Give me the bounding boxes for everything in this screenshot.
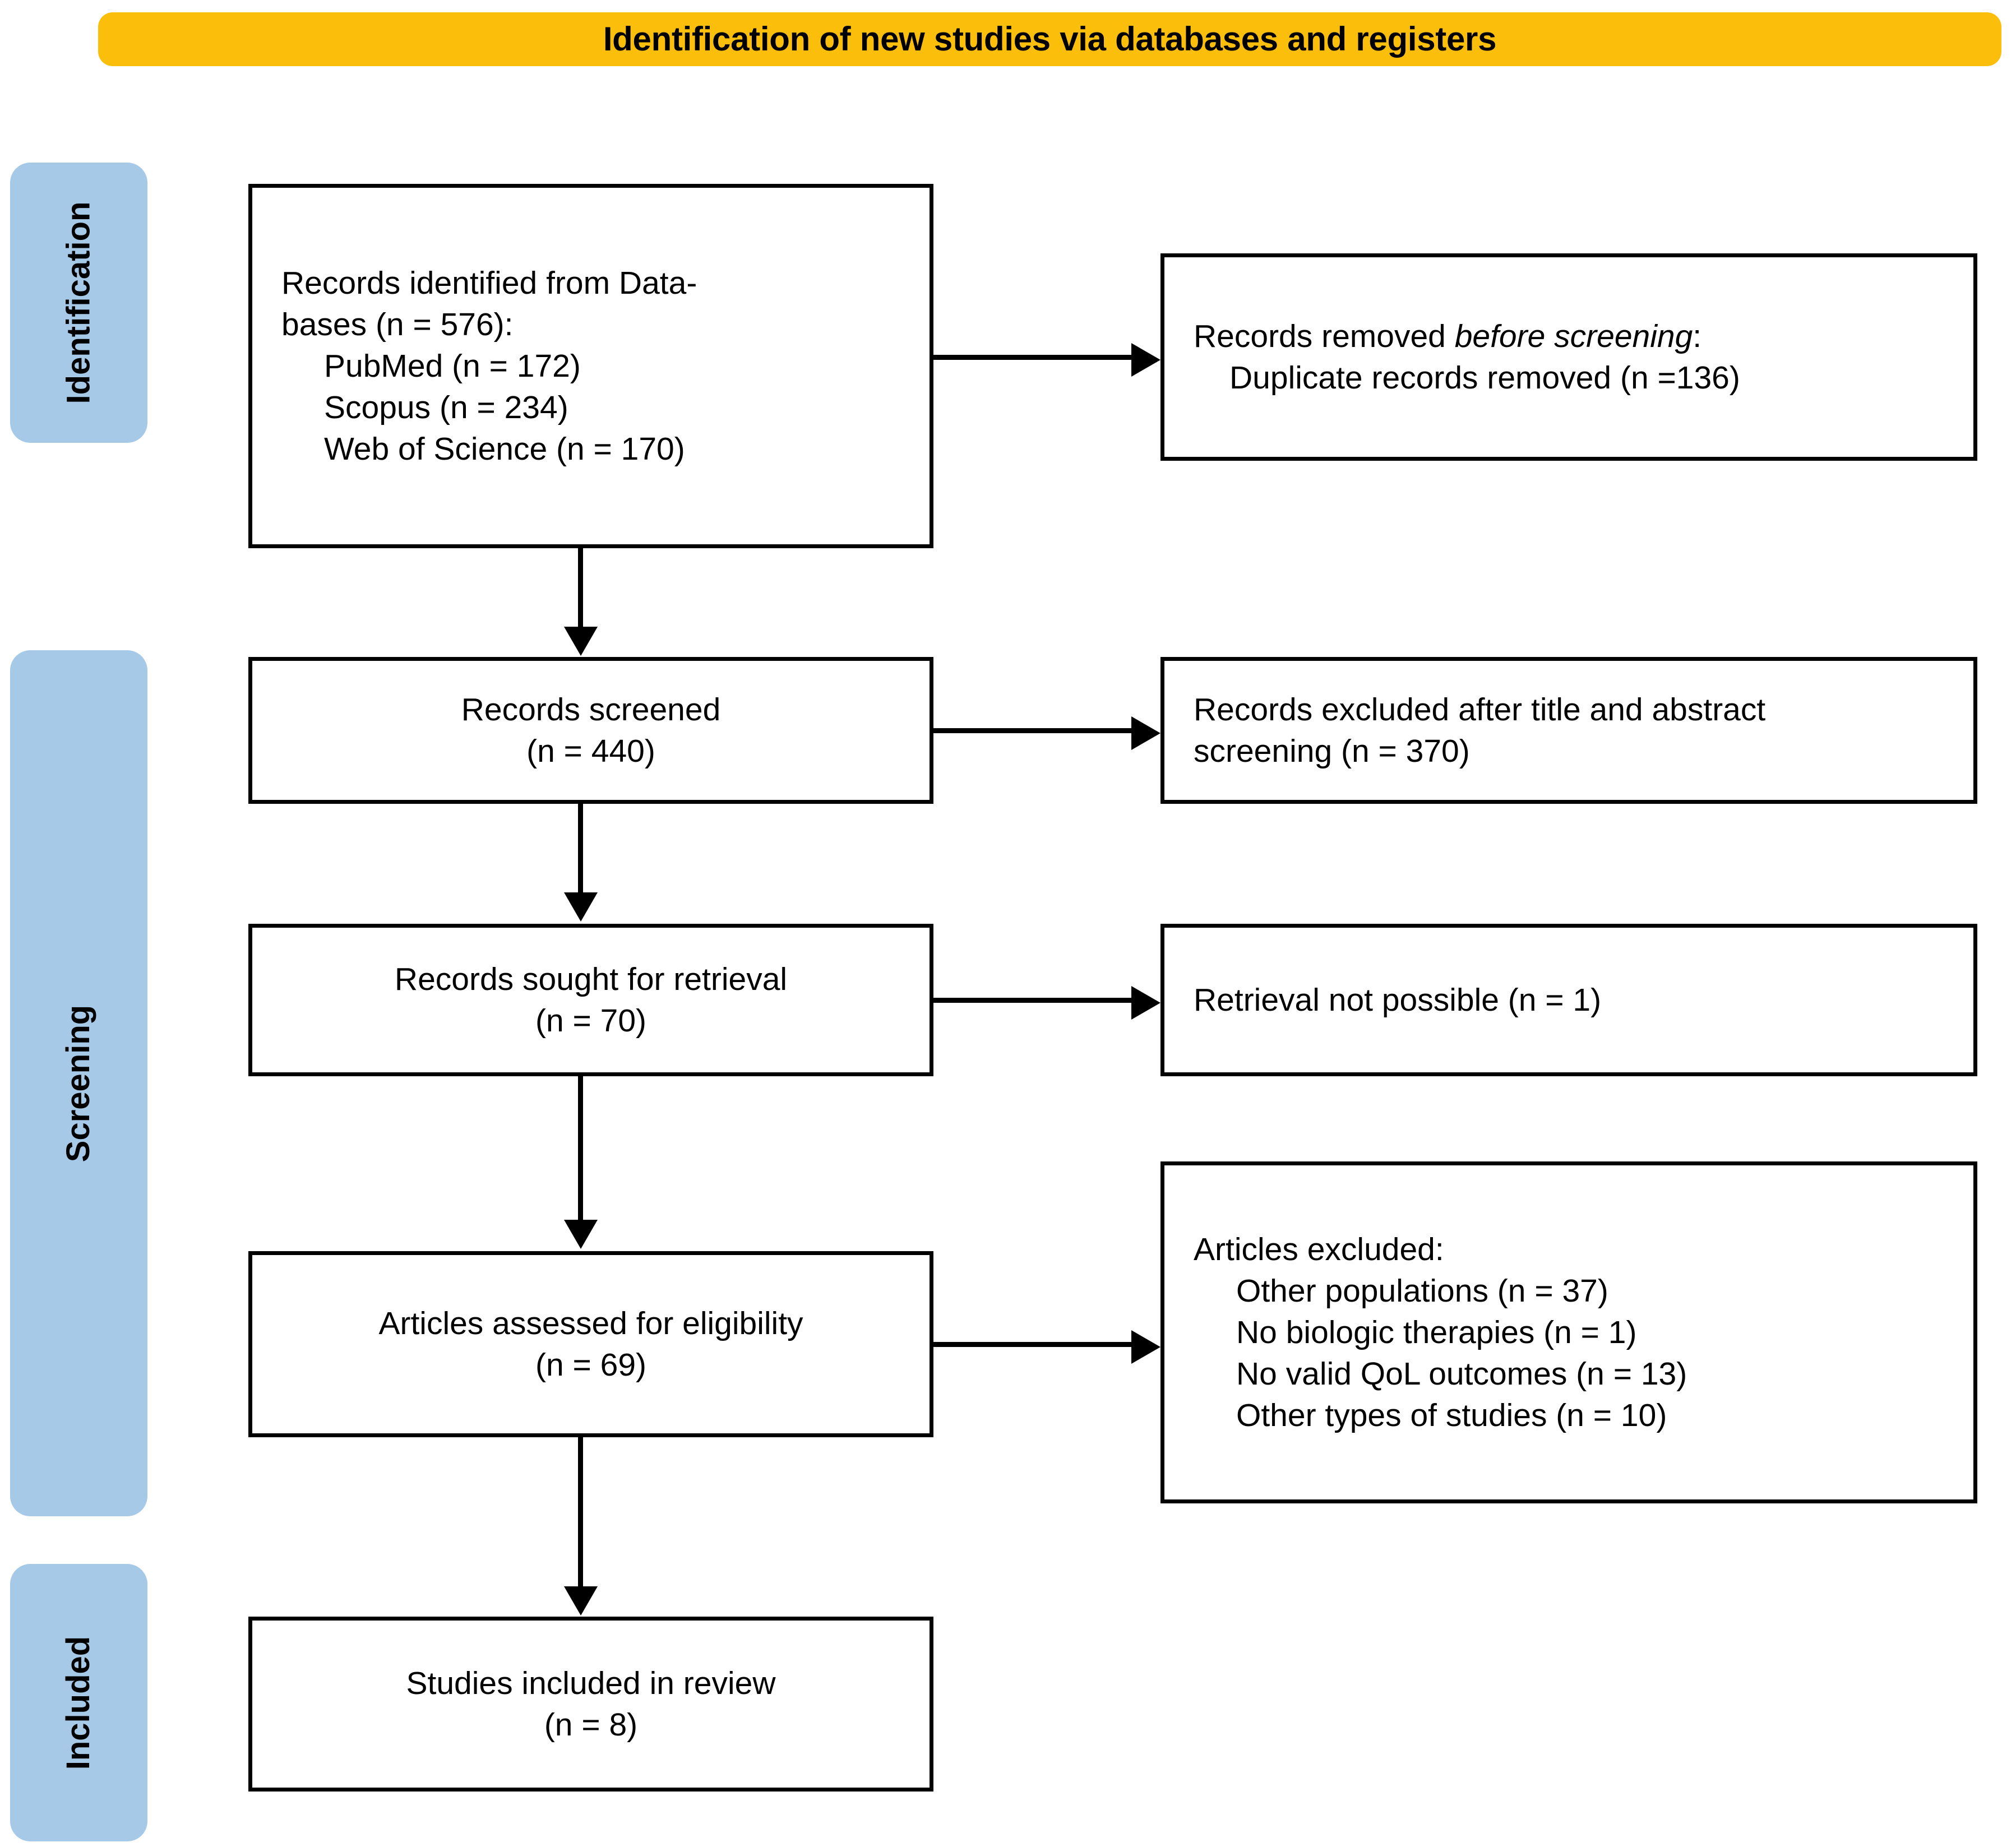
stage-label-included: Included	[10, 1564, 147, 1841]
box-articles-excluded: Articles excluded: Other populations (n …	[1160, 1161, 1977, 1503]
arrow-assessed-to-included-head-icon	[564, 1586, 598, 1615]
stage-label-screening: Screening	[10, 650, 147, 1516]
records-identified-source-wos: Web of Science (n = 170)	[324, 431, 685, 467]
records-excluded-screening-line-2: screening (n = 370)	[1194, 733, 1470, 769]
records-removed-heading-prefix: Records removed	[1194, 318, 1455, 354]
records-identified-line-2: bases (n = 576):	[281, 306, 514, 342]
articles-excluded-heading: Articles excluded:	[1194, 1231, 1444, 1267]
articles-excluded-reason-4: Other types of studies (n = 10)	[1236, 1397, 1667, 1434]
records-removed-heading-italic: before screening	[1454, 318, 1693, 354]
box-studies-included: Studies included in review (n = 8)	[248, 1617, 933, 1792]
arrow-assessed-to-articles-excluded-head-icon	[1131, 1330, 1160, 1364]
articles-assessed-count: (n = 69)	[535, 1347, 647, 1383]
box-articles-assessed: Articles assessed for eligibility (n = 6…	[248, 1251, 933, 1437]
records-excluded-screening-line-1: Records excluded after title and abstrac…	[1194, 691, 1766, 728]
box-records-screened: Records screened (n = 440)	[248, 657, 933, 804]
stage-label-identification: Identification	[10, 163, 147, 443]
records-removed-duplicates: Duplicate records removed (n =136)	[1229, 360, 1740, 396]
box-records-excluded-screening: Records excluded after title and abstrac…	[1160, 657, 1977, 804]
arrow-screened-to-sought-line	[578, 804, 583, 894]
records-identified-source-pubmed: PubMed (n = 172)	[324, 348, 581, 384]
box-retrieval-not-possible: Retrieval not possible (n = 1)	[1160, 924, 1977, 1076]
articles-assessed-label: Articles assessed for eligibility	[378, 1305, 803, 1341]
records-sought-count: (n = 70)	[535, 1003, 647, 1039]
arrow-assessed-to-articles-excluded-line	[932, 1342, 1132, 1347]
records-identified-line-1: Records identified from Data-	[281, 265, 697, 301]
arrow-identified-to-screened-head-icon	[564, 627, 598, 656]
records-identified-source-scopus: Scopus (n = 234)	[324, 390, 568, 426]
box-records-removed: Records removed before screening: Duplic…	[1160, 253, 1977, 461]
stage-label-included-text: Included	[60, 1636, 97, 1770]
articles-excluded-reason-2: No biologic therapies (n = 1)	[1236, 1314, 1637, 1350]
arrow-identified-to-removed-head-icon	[1131, 343, 1160, 377]
stage-label-screening-text: Screening	[60, 1004, 97, 1162]
articles-excluded-reason-1: Other populations (n = 37)	[1236, 1272, 1608, 1309]
box-records-sought: Records sought for retrieval (n = 70)	[248, 924, 933, 1076]
arrow-sought-to-retrieval-line	[932, 998, 1132, 1003]
retrieval-not-possible-label: Retrieval not possible (n = 1)	[1194, 982, 1602, 1018]
records-removed-heading-suffix: :	[1693, 318, 1702, 354]
arrow-identified-to-screened-line	[578, 548, 583, 628]
arrow-sought-to-retrieval-head-icon	[1131, 986, 1160, 1020]
arrow-screened-to-sought-head-icon	[564, 892, 598, 922]
box-records-identified: Records identified from Data- bases (n =…	[248, 184, 933, 548]
studies-included-count: (n = 8)	[544, 1707, 638, 1743]
records-sought-label: Records sought for retrieval	[394, 961, 788, 997]
header-title: Identification of new studies via databa…	[603, 20, 1497, 58]
arrow-identified-to-removed-line	[932, 355, 1132, 360]
arrow-screened-to-excluded-head-icon	[1131, 716, 1160, 750]
arrow-screened-to-excluded-line	[932, 728, 1132, 733]
articles-excluded-reason-3: No valid QoL outcomes (n = 13)	[1236, 1356, 1687, 1392]
studies-included-label: Studies included in review	[406, 1665, 776, 1701]
arrow-sought-to-assessed-head-icon	[564, 1220, 598, 1249]
records-screened-label: Records screened	[461, 691, 721, 728]
arrow-assessed-to-included-line	[578, 1437, 583, 1587]
header-banner: Identification of new studies via databa…	[98, 12, 2001, 66]
records-screened-count: (n = 440)	[526, 733, 655, 769]
arrow-sought-to-assessed-line	[578, 1076, 583, 1221]
records-removed-heading: Records removed before screening:	[1194, 316, 1962, 357]
stage-label-identification-text: Identification	[60, 201, 97, 404]
